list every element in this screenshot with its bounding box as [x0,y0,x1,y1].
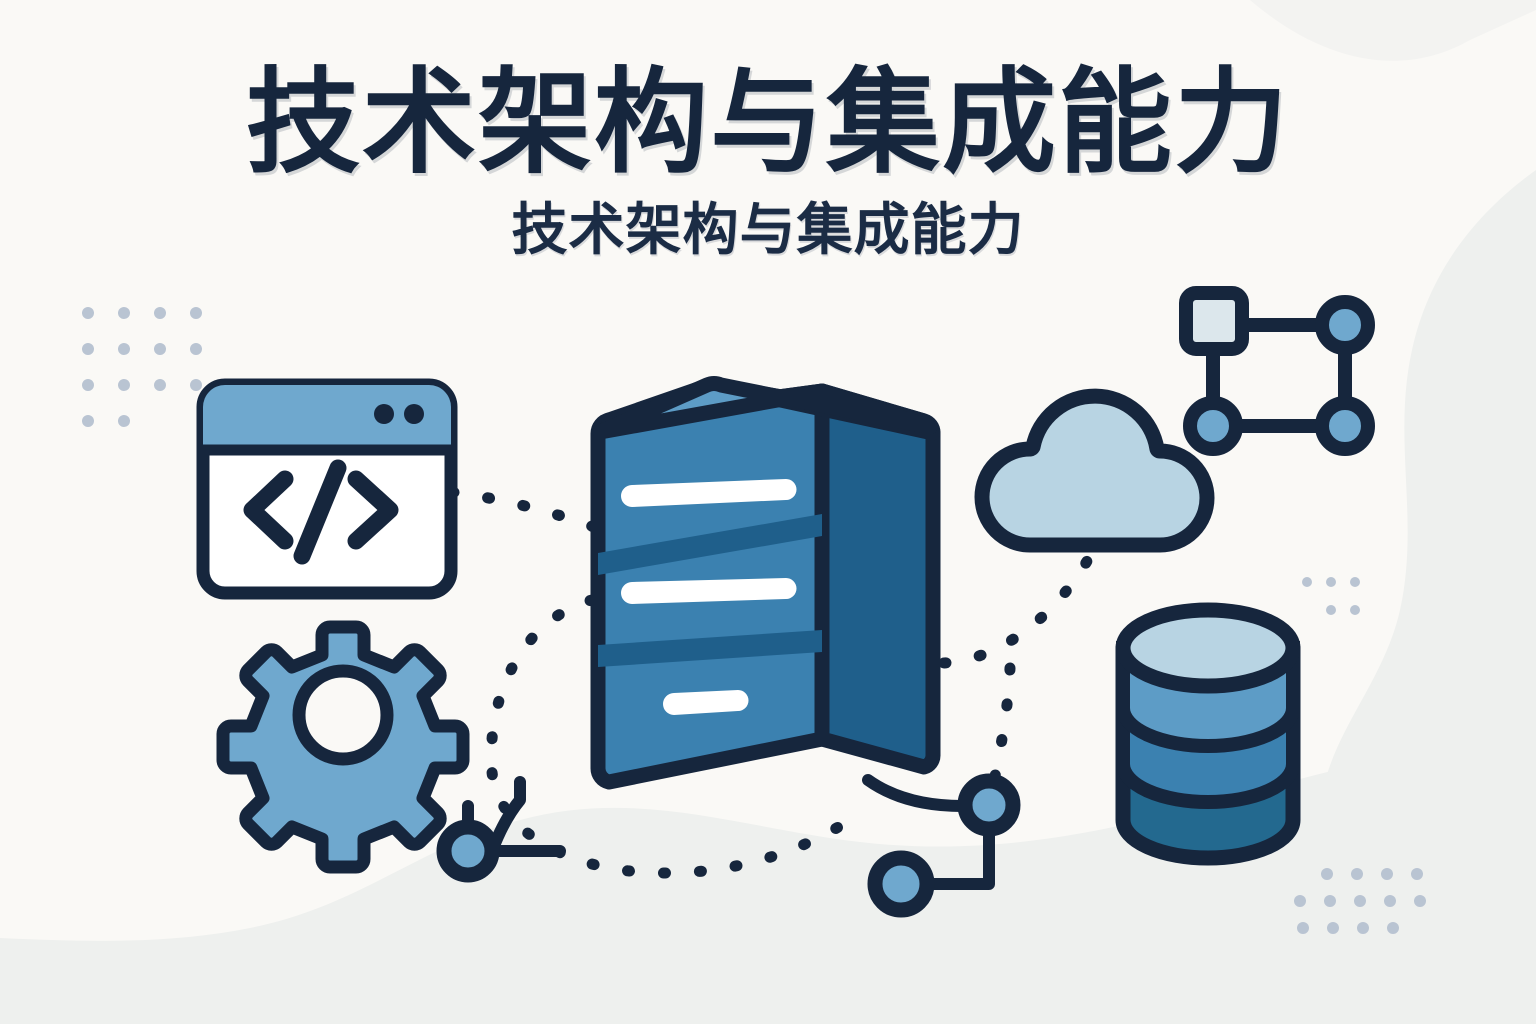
server-indicator-bar-1 [621,479,797,507]
topology-square-node [1179,286,1249,356]
connector-node-group [436,773,1021,918]
code-glyph-left-angle [243,470,294,550]
window-dot-1 [374,404,394,424]
topology-node-bottom-right [1315,396,1375,456]
background-wash-top-right [1250,0,1536,61]
server-indicator-bar-3 [663,690,749,715]
database-cylinder-icon [1115,602,1301,866]
code-glyph-slash [293,459,347,565]
gear-icon [216,620,470,874]
code-window-icon [196,378,458,600]
server-rack-icon [590,376,941,790]
connector-node-elbow-right [919,822,995,890]
topology-node-bottom-left [1183,396,1243,456]
server-tier-divider-2 [598,630,822,667]
server-indicator-bar-2 [621,578,797,604]
server-top-face-solid [592,376,938,440]
code-window-titlebar [203,385,451,450]
connector-node-right-lower [867,850,935,918]
connector-code-to-server [446,486,608,536]
connector-server-to-node [986,662,1016,798]
connector-node-bottom-left [436,819,500,883]
cloud-shape [974,388,1215,553]
dot-grid-bottom-right [1294,868,1426,934]
code-glyph-icon [243,459,399,565]
code-glyph-right-angle [347,470,399,550]
connector-node-right-upper [957,773,1021,837]
background-blob-bottom [0,736,1536,1024]
connector-server-to-cloud [938,550,1096,669]
window-dot-2 [404,404,424,424]
topology-node-top-right [1315,295,1375,355]
dot-grid-top-left [82,307,202,427]
cloud-icon [974,388,1215,553]
database-top-ellipse [1115,602,1301,694]
connector-server-loop-bottom [485,594,846,879]
gear-center-hole [292,664,394,766]
dot-grid-mid-right [1302,577,1360,615]
server-tier-divider-1 [598,514,822,575]
network-topology-icon [1179,286,1375,456]
connector-solid-links [462,774,995,890]
connector-server-bottom-elbow [862,774,968,812]
server-side-face [814,383,941,775]
